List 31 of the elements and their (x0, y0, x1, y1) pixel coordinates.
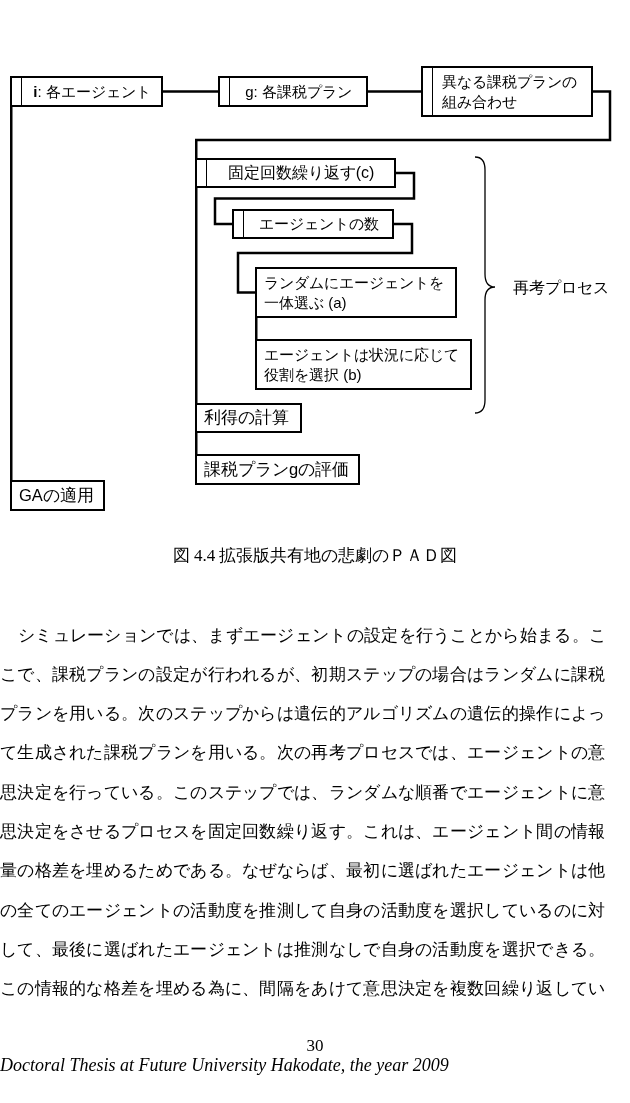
text-line: 思決定を行っている。このステップでは、ランダムな順番でエージェントに意 (0, 780, 606, 804)
loop-box: i: 各エージェント (10, 76, 163, 107)
loop-box: 異なる課税プランの組み合わせ (421, 66, 593, 117)
connector-line (195, 433, 198, 454)
text-line: プランを用いる。次のステップからは遺伝的アルゴリズムの遺伝的操作によっ (0, 702, 606, 726)
text-line: 量の格差を埋めるためである。なぜならば、最初に選ばれたエージェントは他 (0, 859, 606, 883)
connector-line (255, 318, 258, 339)
text-line: シミュレーションでは、まずエージェントの設定を行うことから始まる。こ (18, 623, 607, 647)
text-line: こで、課税プランの設定が行われるが、初期ステップの場合はランダムに課税 (0, 662, 606, 686)
connector-line (10, 107, 13, 480)
process-box: 利得の計算 (195, 403, 302, 433)
process-box: エージェントは状況に応じて役割を選択 (b) (255, 339, 472, 390)
connector-line (195, 90, 612, 158)
connector-line (195, 188, 198, 403)
text-line: して、最後に選ばれたエージェントは推測なしで自身の活動度を選択できる。 (0, 937, 606, 961)
loop-box: g: 各課税プラン (218, 76, 368, 107)
connector-line (163, 90, 218, 93)
text-line: の全てのエージェントの活動度を推測して自身の活動度を選択しているのに対 (0, 898, 606, 922)
loop-box: 固定回数繰り返す(c) (195, 158, 396, 188)
connector-line (213, 171, 416, 226)
text-line: 思決定をさせるプロセスを固定回数繰り返す。これは、エージェント間の情報 (0, 820, 606, 843)
process-box: ランダムにエージェントを一体選ぶ (a) (255, 267, 457, 318)
figure-caption: 図 4.4 拡張版共有地の悲劇のＰＡＤ図 (172, 545, 458, 567)
loop-box: エージェントの数 (232, 209, 394, 239)
process-box: 課税プランgの評価 (195, 454, 360, 485)
text-line: この情報的な格差を埋める為に、間隔をあけて意思決定を複数回繰り返してい (0, 977, 606, 1001)
connector-line (368, 90, 421, 93)
text-line: て生成された課税プランを用いる。次の再考プロセスでは、エージェントの意 (0, 741, 606, 765)
connector-line (236, 222, 414, 294)
brace-label: 再考プロセス (513, 277, 609, 298)
process-box: GAの適用 (10, 480, 105, 511)
